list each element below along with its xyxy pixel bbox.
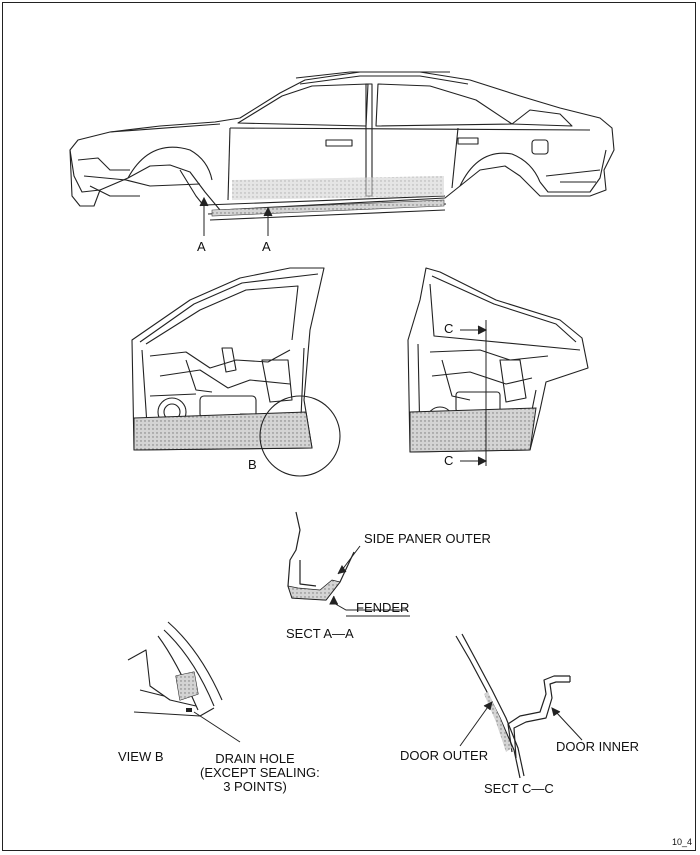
drain-hole-icon bbox=[186, 708, 192, 712]
drain-hole-line-2: (EXCEPT SEALING: bbox=[200, 765, 320, 780]
sect-a-leaders bbox=[329, 545, 410, 617]
section-c-line bbox=[460, 320, 488, 466]
sect-a-title: SECT A—A bbox=[286, 626, 354, 641]
section-c-c-drawing bbox=[455, 633, 571, 779]
sill-sealer-band bbox=[211, 199, 445, 217]
view-b-drawing bbox=[127, 621, 223, 717]
door-inner-label: DOOR INNER bbox=[556, 739, 640, 754]
view-b-title: VIEW B bbox=[118, 749, 164, 764]
detail-b-circle bbox=[259, 395, 341, 477]
section-a-label-right: A bbox=[262, 239, 271, 254]
side-panel-outer-label: SIDE PANER OUTER bbox=[364, 531, 491, 546]
section-a-markers bbox=[199, 196, 273, 236]
drain-hole-note: DRAIN HOLE (EXCEPT SEALING: 3 POINTS) bbox=[200, 751, 320, 794]
rocker-sealer-area bbox=[232, 176, 444, 200]
drain-hole-leader bbox=[193, 711, 241, 743]
section-c-label-top: C bbox=[444, 321, 454, 336]
door-outer-label: DOOR OUTER bbox=[400, 748, 489, 763]
section-c-label-bottom: C bbox=[444, 453, 454, 468]
car-body-side-view bbox=[69, 71, 615, 221]
front-door-sealer-zone bbox=[134, 412, 312, 450]
drain-hole-line-1: DRAIN HOLE bbox=[215, 751, 295, 766]
section-a-a-drawing bbox=[287, 511, 355, 601]
fender-label: FENDER bbox=[356, 600, 410, 615]
sect-a-sealer bbox=[287, 579, 341, 601]
sect-c-leaders bbox=[459, 701, 583, 747]
sect-c-title: SECT C—C bbox=[484, 781, 554, 796]
section-a-label-left: A bbox=[197, 239, 206, 254]
rear-door-sealer-zone bbox=[410, 408, 536, 452]
page-code: 10_4 bbox=[672, 837, 693, 847]
view-b-sealer bbox=[176, 672, 198, 700]
detail-b-label: B bbox=[248, 457, 257, 472]
drain-hole-line-3: 3 POINTS) bbox=[223, 779, 287, 794]
